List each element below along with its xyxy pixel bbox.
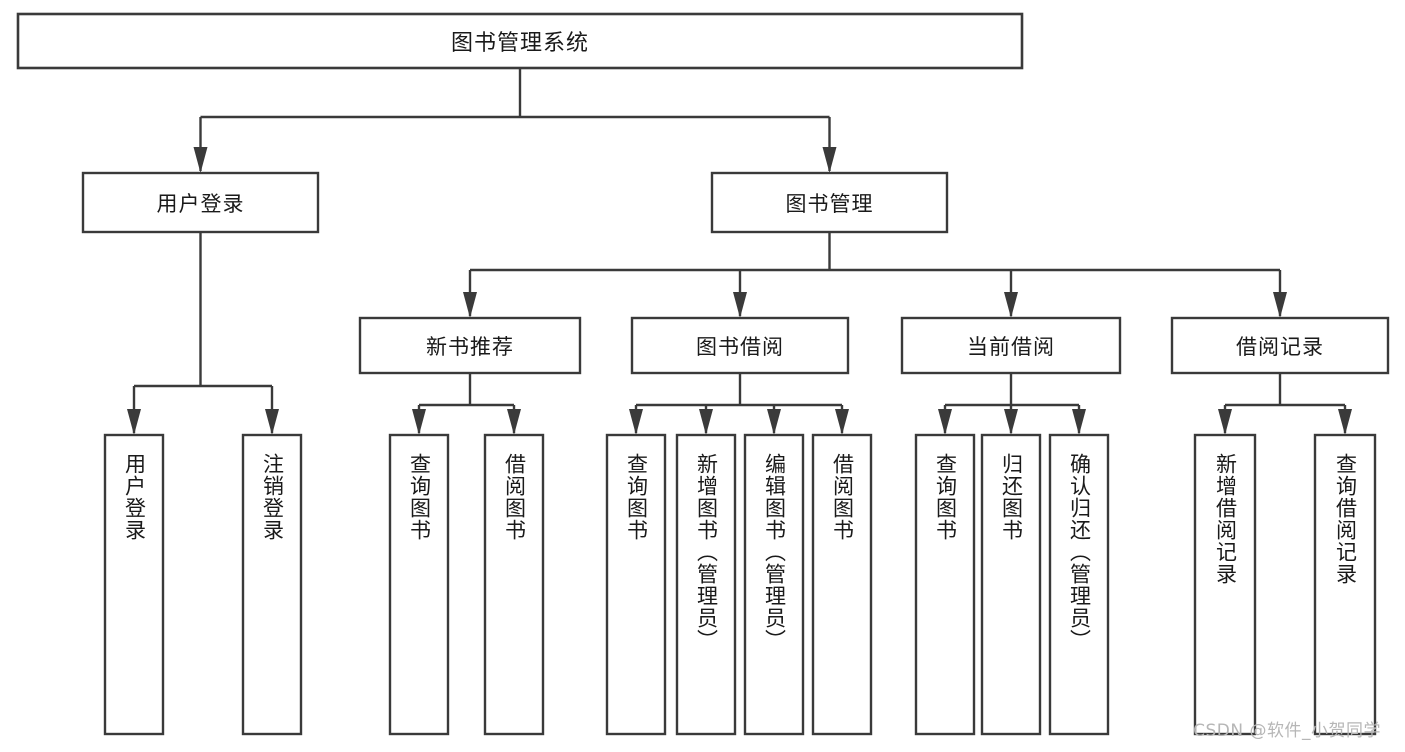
node-box-book-manage[interactable] — [710, 171, 949, 234]
arrow-head-icon — [1338, 409, 1352, 435]
arrow-head-icon — [699, 409, 713, 435]
node-box-leaf-current-confirm-return[interactable] — [1048, 433, 1110, 736]
node-box-root[interactable] — [16, 12, 1024, 70]
arrow-head-icon — [265, 409, 279, 435]
node-box-borrow-record[interactable] — [1170, 316, 1390, 375]
node-box-leaf-current-return-book[interactable] — [980, 433, 1042, 736]
arrow-head-icon — [767, 409, 781, 435]
arrow-head-icon — [835, 409, 849, 435]
node-box-book-borrow[interactable] — [630, 316, 850, 375]
node-box-leaf-current-query-book[interactable] — [914, 433, 976, 736]
node-box-leaf-user-logout[interactable] — [241, 433, 303, 736]
arrow-head-icon — [1004, 292, 1018, 318]
arrow-head-icon — [733, 292, 747, 318]
node-box-leaf-borrow-add-book[interactable] — [675, 433, 737, 736]
node-box-leaf-record-query[interactable] — [1313, 433, 1377, 736]
node-box-leaf-borrow-borrow-book[interactable] — [811, 433, 873, 736]
node-box-leaf-borrow-query-book[interactable] — [605, 433, 667, 736]
arrow-head-icon — [938, 409, 952, 435]
arrow-head-icon — [1273, 292, 1287, 318]
node-box-leaf-rec-query-book[interactable] — [388, 433, 450, 736]
boxes-layer — [16, 12, 1390, 736]
arrow-head-icon — [463, 292, 477, 318]
arrow-head-icon — [127, 409, 141, 435]
node-box-new-book-rec[interactable] — [358, 316, 582, 375]
node-box-leaf-record-add[interactable] — [1193, 433, 1257, 736]
arrow-head-icon — [1004, 409, 1018, 435]
connectors-layer — [127, 68, 1352, 435]
node-box-leaf-user-login[interactable] — [103, 433, 165, 736]
arrow-head-icon — [822, 147, 837, 173]
node-box-leaf-borrow-edit-book[interactable] — [743, 433, 805, 736]
node-box-user-login[interactable] — [81, 171, 320, 234]
arrow-head-icon — [193, 147, 208, 173]
arrow-head-icon — [412, 409, 426, 435]
node-box-current-borrow[interactable] — [900, 316, 1122, 375]
arrow-head-icon — [1218, 409, 1232, 435]
arrow-head-icon — [629, 409, 643, 435]
node-box-leaf-rec-borrow-book[interactable] — [483, 433, 545, 736]
arrow-head-icon — [507, 409, 521, 435]
arrow-head-icon — [1072, 409, 1086, 435]
